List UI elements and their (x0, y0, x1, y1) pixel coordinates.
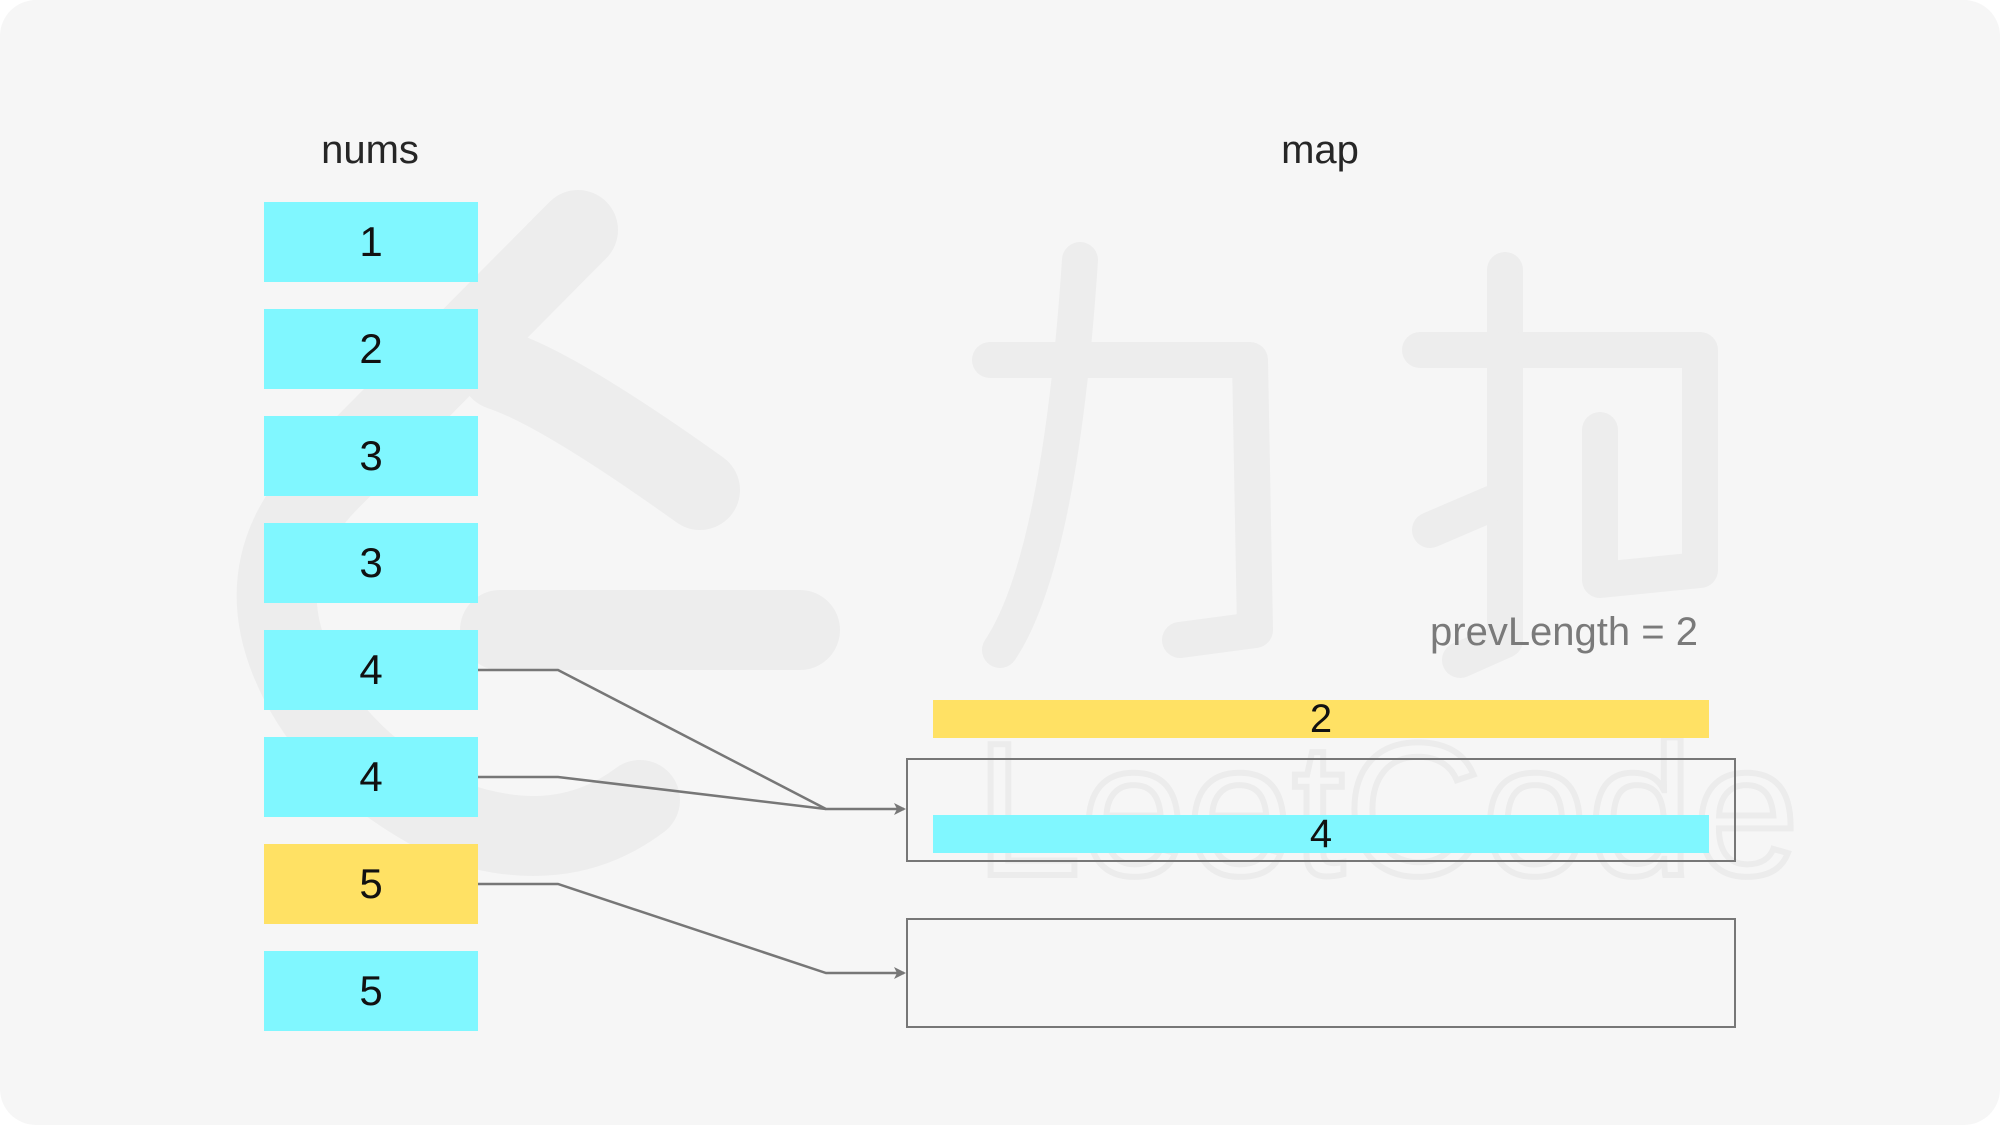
nums-cell-5: 4 (264, 630, 478, 710)
nums-cell-3: 3 (264, 416, 478, 496)
nums-cell-7-value: 5 (359, 860, 383, 907)
connector-arrow-3 (478, 882, 906, 979)
map-bucket-1-bar: 4 (933, 812, 1709, 856)
nums-cell-1-value: 1 (359, 218, 383, 265)
nums-cell-2: 2 (264, 309, 478, 389)
nums-cell-7: 5 (264, 844, 478, 924)
map-bucket-1 (906, 758, 1736, 862)
nums-cell-4-value: 3 (359, 539, 383, 586)
connector-arrow-2 (478, 775, 827, 811)
nums-title: nums (321, 128, 419, 172)
prev-length-label: prevLength = 2 (1430, 610, 1698, 654)
nums-cell-4: 3 (264, 523, 478, 603)
nums-cell-6: 4 (264, 737, 478, 817)
nums-cell-6-value: 4 (359, 753, 383, 800)
map-title: map (1281, 128, 1359, 172)
nums-cell-5-value: 4 (359, 646, 383, 693)
map-top-bar-value: 2 (1309, 696, 1333, 741)
connector-arrow-1 (478, 668, 906, 815)
map-top-bar: 2 (933, 697, 1709, 741)
nums-cell-3-value: 3 (359, 432, 383, 479)
nums-cell-2-value: 2 (359, 325, 383, 372)
nums-cell-1: 1 (264, 202, 478, 282)
nums-cell-8: 5 (264, 951, 478, 1031)
map-bucket-2 (906, 918, 1736, 1028)
map-bucket-1-bar-value: 4 (1309, 811, 1333, 856)
nums-cell-8-value: 5 (359, 967, 383, 1014)
